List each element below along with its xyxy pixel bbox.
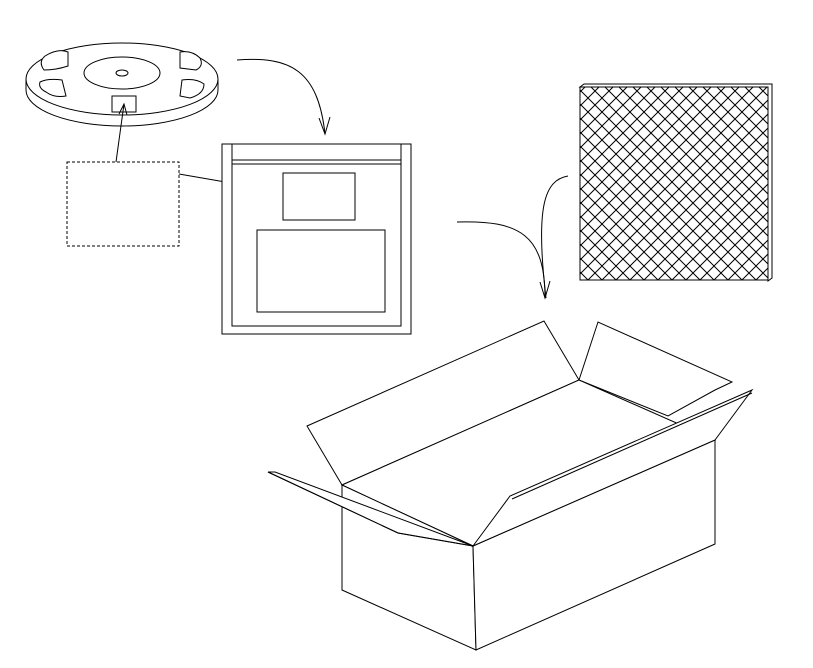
carton-right-front-flap	[471, 388, 754, 548]
reel-window-right-lower	[179, 79, 205, 99]
arrow-bag-to-carton	[456, 221, 551, 300]
arrow-reel-to-bag	[236, 58, 331, 136]
bag-inner-seal	[231, 143, 402, 327]
carton-right-flap-edge	[511, 392, 753, 500]
reel-hub	[83, 56, 161, 90]
reel-window-right-upper	[179, 51, 202, 71]
moisture-barrier-bag	[221, 143, 412, 335]
reel-window-left-upper	[40, 50, 69, 71]
reel-window-left-lower	[39, 78, 67, 97]
foam-pad-hatch	[580, 87, 768, 280]
reel-spindle-hole	[115, 69, 129, 77]
carton-right-back-flap	[578, 321, 734, 417]
foam-pad-face	[579, 86, 769, 281]
bag-caution-label	[256, 229, 386, 313]
reel	[25, 42, 219, 127]
foam-pad	[578, 83, 773, 282]
carton-left-flap-edge	[267, 471, 474, 547]
arrow-label-to-reel	[115, 102, 128, 163]
label-card	[66, 161, 180, 247]
arrow-pad-to-carton	[541, 175, 569, 299]
shipping-carton	[267, 320, 754, 651]
bag-label-area	[282, 172, 356, 221]
